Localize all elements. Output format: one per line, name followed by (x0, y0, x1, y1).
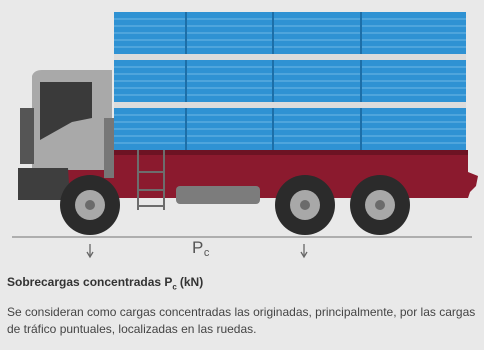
load-label: Pc (192, 238, 210, 259)
truck-ladder (137, 150, 165, 210)
rear-wheel-2 (350, 175, 410, 235)
load-symbol: P (192, 238, 204, 257)
rear-wheel-1 (275, 175, 335, 235)
truck-illustration (12, 12, 478, 259)
pipe-load (114, 12, 466, 152)
title-units: (kN) (179, 275, 204, 289)
front-wheel (60, 175, 120, 235)
truck-chassis (60, 150, 478, 198)
load-arrow-rear (300, 244, 308, 259)
title-subscript: c (172, 282, 177, 292)
section-description: Se consideran como cargas concentradas l… (7, 305, 476, 336)
section-title: Sobrecargas concentradas Pc(kN) (7, 275, 203, 291)
fuel-tank (176, 186, 260, 204)
load-arrow-front (86, 244, 94, 259)
truck-cab (18, 70, 114, 200)
load-subscript: c (203, 247, 210, 259)
title-main: Sobrecargas concentradas P (7, 275, 173, 289)
